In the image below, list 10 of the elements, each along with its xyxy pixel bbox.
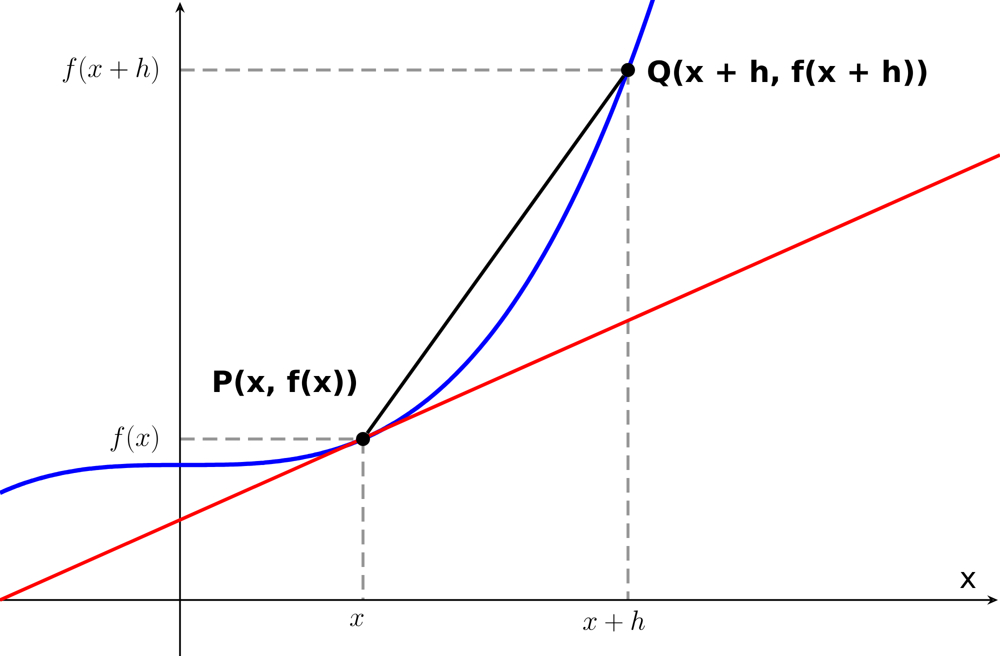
axis-label: x [960, 572, 976, 588]
tick-label: $f(x+h)$ [62, 56, 158, 84]
tick-label: $x$ [350, 614, 364, 626]
tick-label: $f(x)$ [110, 425, 158, 453]
point-label: Q(x + h, f(x + h)) [648, 60, 926, 86]
point-marker [621, 63, 635, 77]
tick-label: $x+h$ [583, 610, 645, 632]
point-marker [356, 432, 370, 446]
point-label: P(x, f(x)) [214, 370, 356, 396]
secant-line [366, 74, 626, 434]
